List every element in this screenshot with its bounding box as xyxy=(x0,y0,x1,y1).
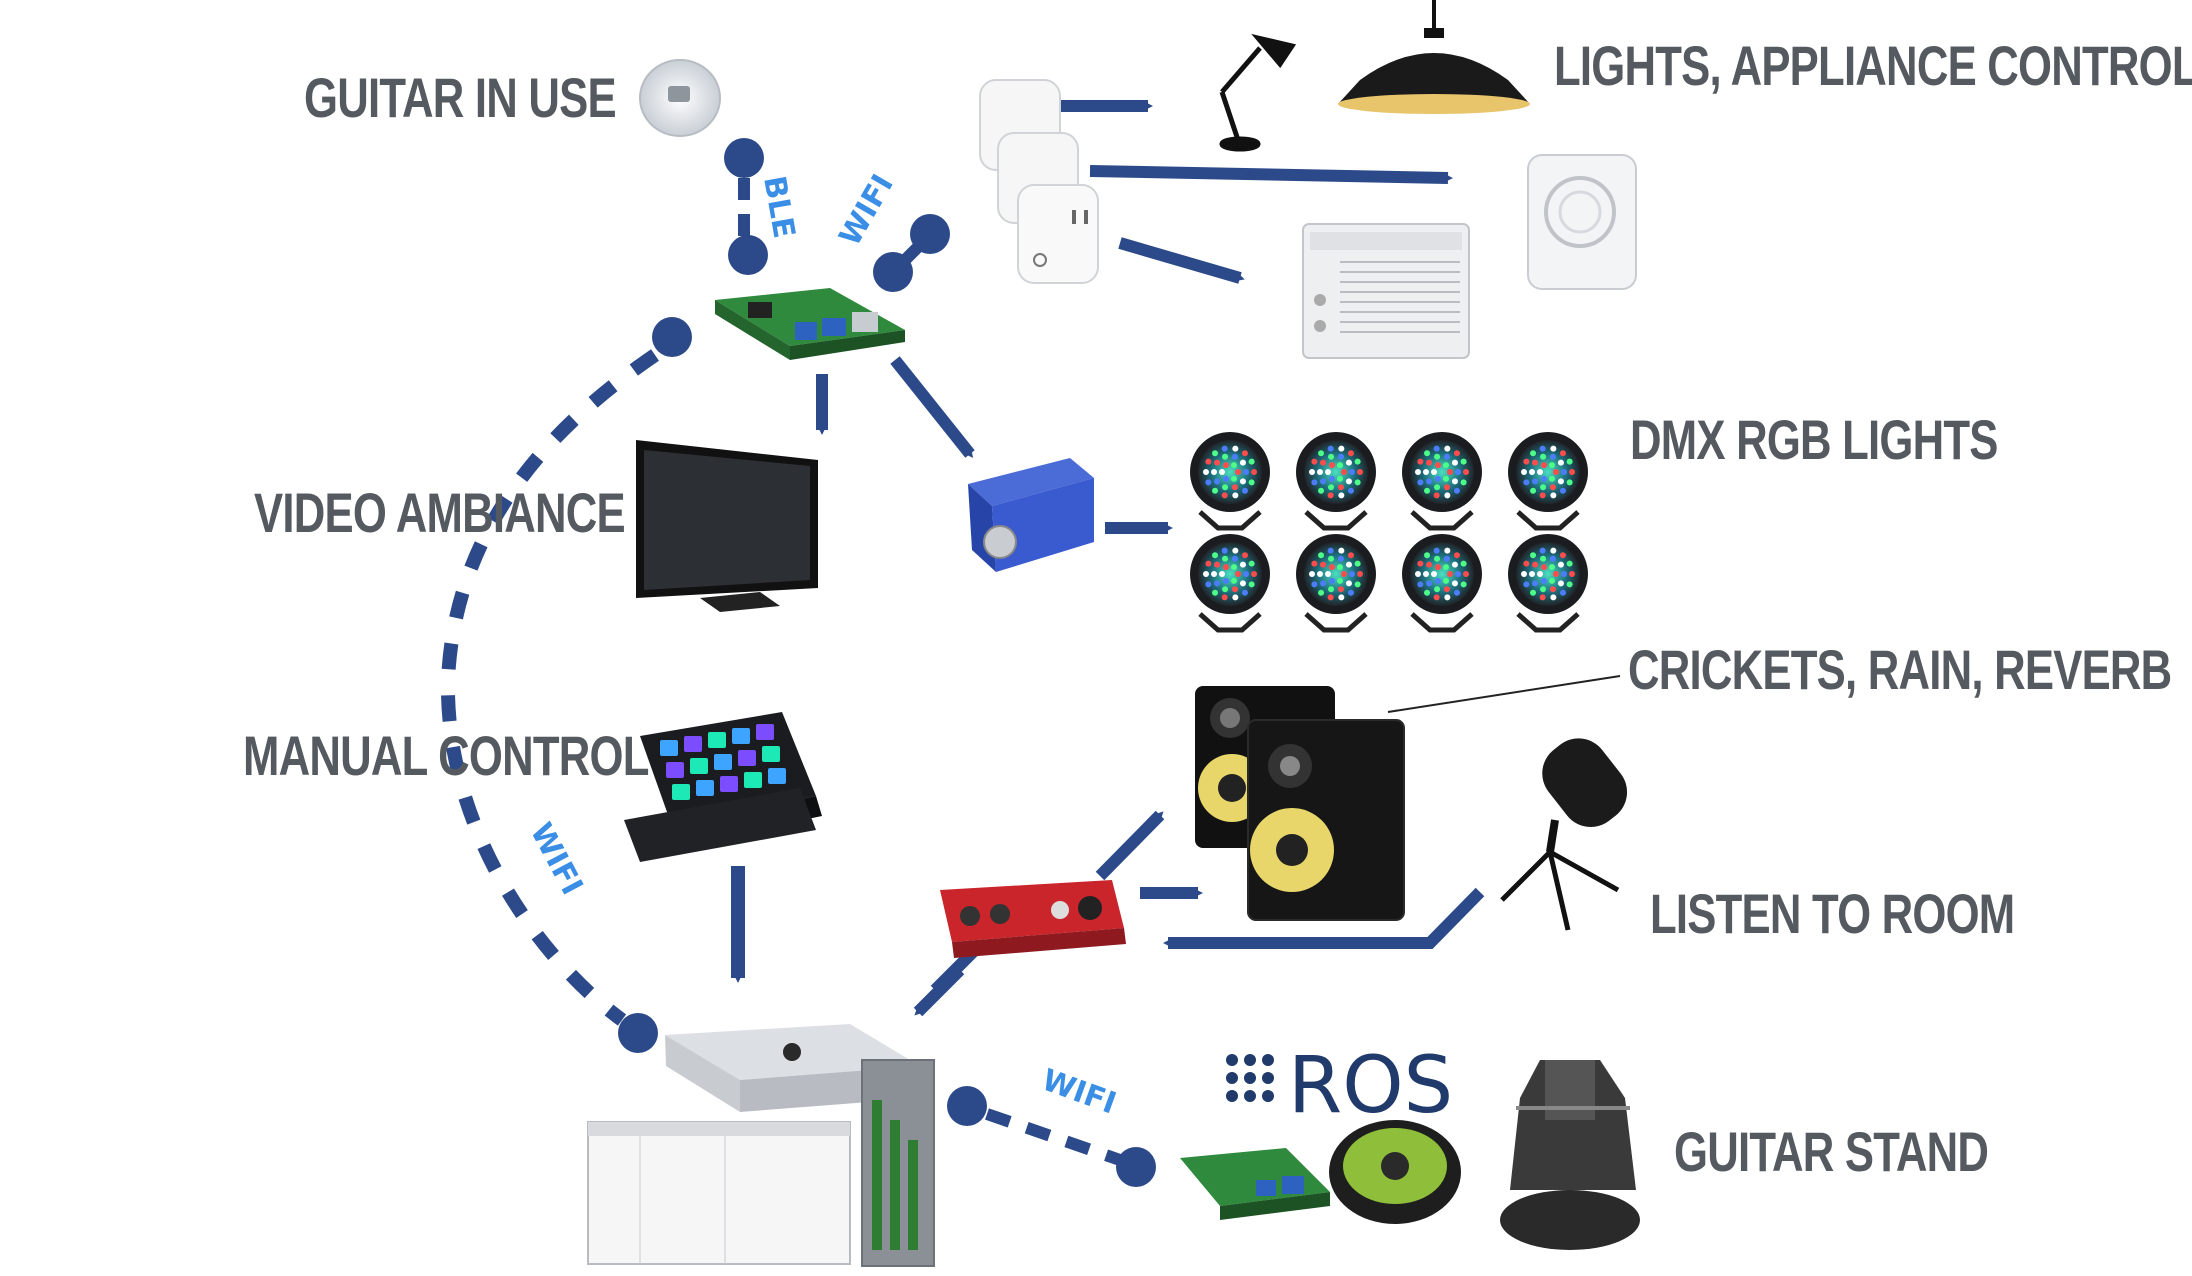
ros-logo-dot xyxy=(1226,1072,1238,1084)
stream-deck-key xyxy=(714,754,732,770)
pendant-lamp-icon xyxy=(1338,0,1530,114)
studio-speaker-icon xyxy=(1195,686,1405,921)
ble-link xyxy=(724,138,768,275)
dmx-light-grid xyxy=(1190,432,1588,633)
stream-deck-key xyxy=(738,750,756,766)
raspberry-pi-icon xyxy=(715,288,905,360)
stream-deck-key xyxy=(744,772,762,788)
label-dmx-rgb-lights: DMX RGB LIGHTS xyxy=(1630,408,1998,471)
stream-deck-key xyxy=(720,776,738,792)
stream-deck-key xyxy=(708,732,726,748)
label-listen-to-room: LISTEN TO ROOM xyxy=(1650,882,2015,945)
ros-logo-dot xyxy=(1244,1090,1256,1102)
connectors xyxy=(440,100,1621,1187)
ros-logo-dot xyxy=(1262,1072,1274,1084)
desk-lamp-icon xyxy=(1219,33,1297,152)
wifi-loop-left xyxy=(440,317,692,1053)
dmx-interface-icon xyxy=(968,458,1094,572)
dmx-par-light xyxy=(1402,432,1482,531)
stream-deck-key xyxy=(690,758,708,774)
wifi-link-top xyxy=(873,214,950,292)
microphone-icon xyxy=(1500,738,1628,931)
stream-deck-key xyxy=(660,740,678,756)
ros-logo-dot xyxy=(1226,1090,1238,1102)
label-guitar-in-use: GUITAR IN USE xyxy=(304,66,617,129)
ble-tag: BLE xyxy=(756,173,801,241)
stream-deck-key xyxy=(666,762,684,778)
label-guitar-stand: GUITAR STAND xyxy=(1674,1120,1989,1183)
dmx-par-light xyxy=(1508,534,1588,633)
dmx-par-light xyxy=(1190,432,1270,531)
stream-deck-key xyxy=(762,746,780,762)
stream-deck-icon xyxy=(624,712,822,862)
software-window-icon xyxy=(587,1059,935,1267)
dmx-par-light xyxy=(1402,534,1482,633)
raspberry-pi-bottom-icon xyxy=(1180,1148,1330,1220)
stream-deck-key xyxy=(696,780,714,796)
arrow-mic-to-interface xyxy=(1163,887,1485,949)
dmx-par-light xyxy=(1296,534,1376,633)
guitar-sensor-icon xyxy=(639,59,721,137)
arrow-interface-to-speaker-top xyxy=(1095,810,1165,881)
roomba-icon xyxy=(1329,1120,1461,1224)
ros-logo-dot xyxy=(1226,1054,1238,1066)
tv-icon xyxy=(636,440,818,612)
wifi-link-bottom xyxy=(947,1086,1156,1187)
label-manual-control: MANUAL CONTROL xyxy=(243,724,649,787)
dmx-par-light xyxy=(1508,432,1588,531)
dmx-par-light xyxy=(1190,534,1270,633)
stream-deck-key xyxy=(768,768,786,784)
audio-interface-icon xyxy=(940,880,1126,958)
ros-logo-dot xyxy=(1262,1054,1274,1066)
air-purifier-icon xyxy=(1527,154,1637,290)
dmx-par-light xyxy=(1296,432,1376,531)
air-conditioner-icon xyxy=(1302,223,1470,359)
label-crickets-rain-reverb: CRICKETS, RAIN, REVERB xyxy=(1628,638,2172,701)
ros-logo-dot xyxy=(1244,1054,1256,1066)
svg-text:ROS: ROS xyxy=(1288,1041,1453,1131)
arrow-plug-to-ac xyxy=(1118,237,1245,284)
wifi-tag-top: WIFI xyxy=(833,169,901,252)
stream-deck-key xyxy=(732,728,750,744)
label-lights-appliance-control: LIGHTS, APPLIANCE CONTROL xyxy=(1554,34,2192,97)
wifi-tag-bottom: WIFI xyxy=(1037,1063,1120,1122)
stream-deck-key xyxy=(672,784,690,800)
ros-logo: ROS xyxy=(1226,1041,1453,1131)
stream-deck-key xyxy=(756,724,774,740)
ros-logo-dot xyxy=(1262,1090,1274,1102)
arrow-pi-to-dmx xyxy=(890,356,975,458)
guitar-stand-robot-icon xyxy=(1500,1060,1640,1250)
label-video-ambiance: VIDEO AMBIANCE xyxy=(254,481,626,544)
ros-logo-dot xyxy=(1244,1072,1256,1084)
smart-plug-icon xyxy=(979,79,1099,284)
stream-deck-key xyxy=(684,736,702,752)
speaker-callout-line xyxy=(1387,675,1621,713)
wifi-tag-left: WIFI xyxy=(523,817,590,900)
arrow-plug-to-purifier xyxy=(1089,165,1453,184)
